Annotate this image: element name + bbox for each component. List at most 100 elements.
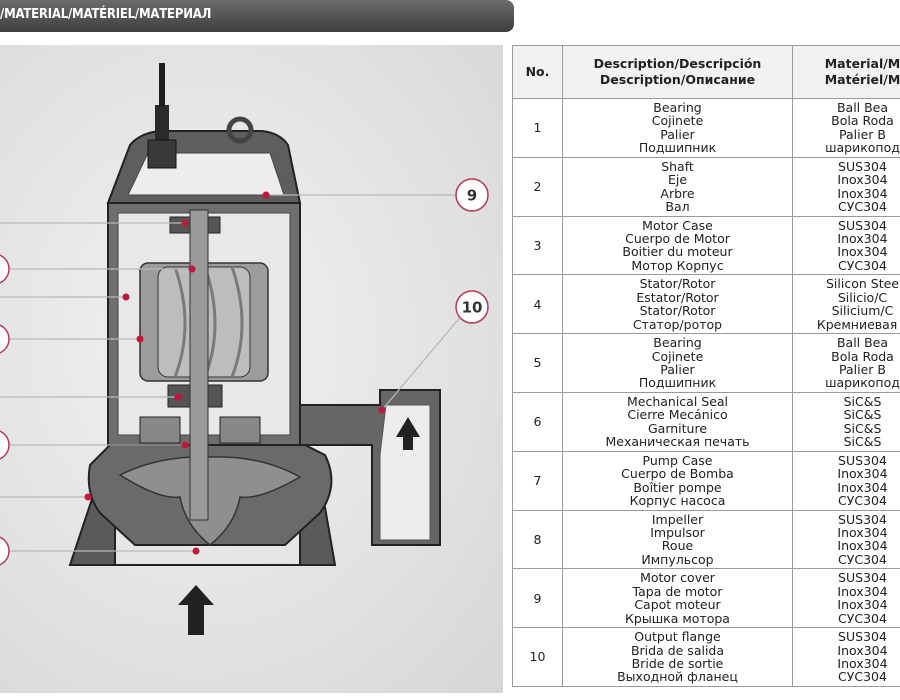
material-line: СУС304 xyxy=(838,493,887,509)
material-line: Inox304 xyxy=(837,479,888,495)
material-line: Inox304 xyxy=(837,597,888,613)
description-line: Motor Case xyxy=(642,217,713,233)
material-line: Inox304 xyxy=(837,538,888,554)
description-line: Cierre Mecánico xyxy=(627,407,728,423)
description-line: Статор/ротор xyxy=(632,316,723,332)
leader-dots xyxy=(84,191,386,555)
material-line: SUS304 xyxy=(838,158,887,174)
material-line: СУС304 xyxy=(838,610,887,626)
description-line: Cojinete xyxy=(651,113,704,129)
row-number: 3 xyxy=(512,215,563,276)
row-number: 8 xyxy=(512,509,563,570)
material-line: SUS304 xyxy=(838,217,887,233)
material-line: Silicon Stee xyxy=(826,276,899,292)
leader-lines xyxy=(0,194,463,552)
material-line: Inox304 xyxy=(837,244,888,260)
header-line: Description/Descripción xyxy=(593,56,762,71)
material-line: СУС304 xyxy=(838,551,887,567)
material-line: СУС304 xyxy=(838,199,887,215)
description-line: Brida de salida xyxy=(630,642,725,658)
description-line: Cuerpo de Bomba xyxy=(621,466,734,482)
pump-cross-section-diagram: 9 10 xyxy=(0,45,503,693)
description-line: Подшипник xyxy=(638,140,717,156)
material-line: SiC&S xyxy=(843,407,882,423)
material-line: SUS304 xyxy=(838,629,887,645)
material-line: Palier B xyxy=(839,362,886,378)
shaft xyxy=(189,209,209,521)
inflow-arrow xyxy=(178,585,214,635)
material-line: Bola Roda xyxy=(831,113,894,129)
header-line: Material/M xyxy=(824,56,900,71)
description-line: Shaft xyxy=(661,158,694,174)
row-number: 4 xyxy=(512,274,563,335)
material-line: Inox304 xyxy=(837,525,888,541)
description-line: Подшипник xyxy=(638,375,717,391)
material-line: Inox304 xyxy=(837,466,888,482)
description-line: Cuerpo de Motor xyxy=(625,231,730,247)
row-number: 9 xyxy=(512,568,563,629)
material-line: Silicio/C xyxy=(837,289,888,305)
description-line: Bride de sortie xyxy=(631,656,724,672)
description-line: Stator/Rotor xyxy=(639,303,716,319)
material-line: Silicium/C xyxy=(831,303,894,319)
column-header-description: Description/Descripción Description/Опис… xyxy=(562,45,793,99)
callout-9-label: 9 xyxy=(467,187,477,205)
description-line: Impulsor xyxy=(650,525,705,541)
description-line: Cojinete xyxy=(651,348,704,364)
description-line: Roue xyxy=(661,538,694,554)
description-line: Импульсор xyxy=(641,551,714,567)
rotor-windings xyxy=(173,266,244,378)
description-line: Stator/Rotor xyxy=(639,276,716,292)
description-line: Мотор Корпус xyxy=(631,257,724,273)
description-line: Tapa de motor xyxy=(632,583,723,599)
material-line: Inox304 xyxy=(837,583,888,599)
description-line: Motor cover xyxy=(640,570,715,586)
material-line: Inox304 xyxy=(837,231,888,247)
material-line: SUS304 xyxy=(838,511,887,527)
header-line: Description/Описание xyxy=(599,72,756,87)
discharge-bore xyxy=(379,404,431,541)
callout-10-label: 10 xyxy=(462,299,483,317)
description-line: Capot moteur xyxy=(634,597,721,613)
row-number: 5 xyxy=(512,333,563,393)
power-cable xyxy=(159,63,165,107)
description-line: Garniture xyxy=(647,420,708,436)
material-line: Inox304 xyxy=(837,656,888,672)
material-line: Inox304 xyxy=(837,642,888,658)
callout-10-circle xyxy=(455,290,489,324)
description-line: Boitier du moteur xyxy=(622,244,733,260)
material-line: Кремниевая с xyxy=(816,316,900,332)
section-header-bar: /MATERIAL/MATÉRIEL/МАТЕРИАЛ xyxy=(0,0,514,32)
description-line: Boîtier pompe xyxy=(633,479,722,495)
callout-9-circle xyxy=(455,178,489,212)
pump-illustration: 9 10 xyxy=(0,63,489,635)
description-line: Palier xyxy=(660,126,695,142)
material-line: СУС304 xyxy=(838,669,887,685)
impeller xyxy=(118,456,302,546)
